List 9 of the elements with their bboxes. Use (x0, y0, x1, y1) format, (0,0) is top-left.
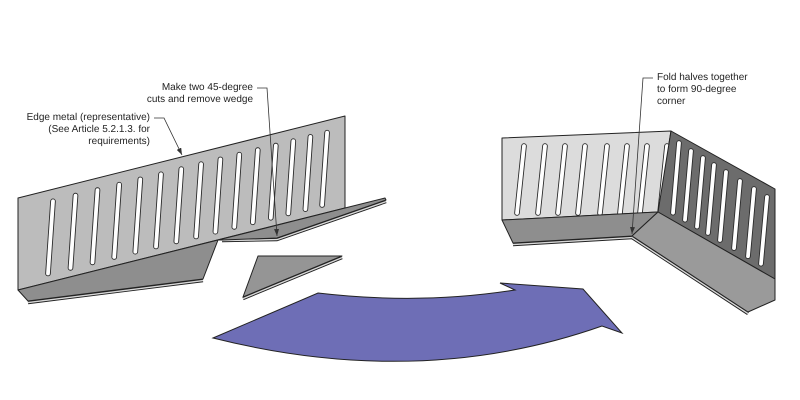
callout-text: Edge metal (representative) (26, 112, 150, 124)
folded-corner-piece (502, 130, 776, 315)
leader-line (256, 88, 280, 236)
leader-line (630, 78, 654, 234)
callout-note: (See Article 5.2.1.3. for requirements) (47, 124, 150, 148)
callout-text: Fold halves together to form 90-degree corner (657, 72, 755, 108)
leader-line (154, 118, 182, 156)
callout-text: Make two 45-degree cuts and remove wedge (144, 82, 253, 106)
curved-arrow (212, 282, 622, 362)
